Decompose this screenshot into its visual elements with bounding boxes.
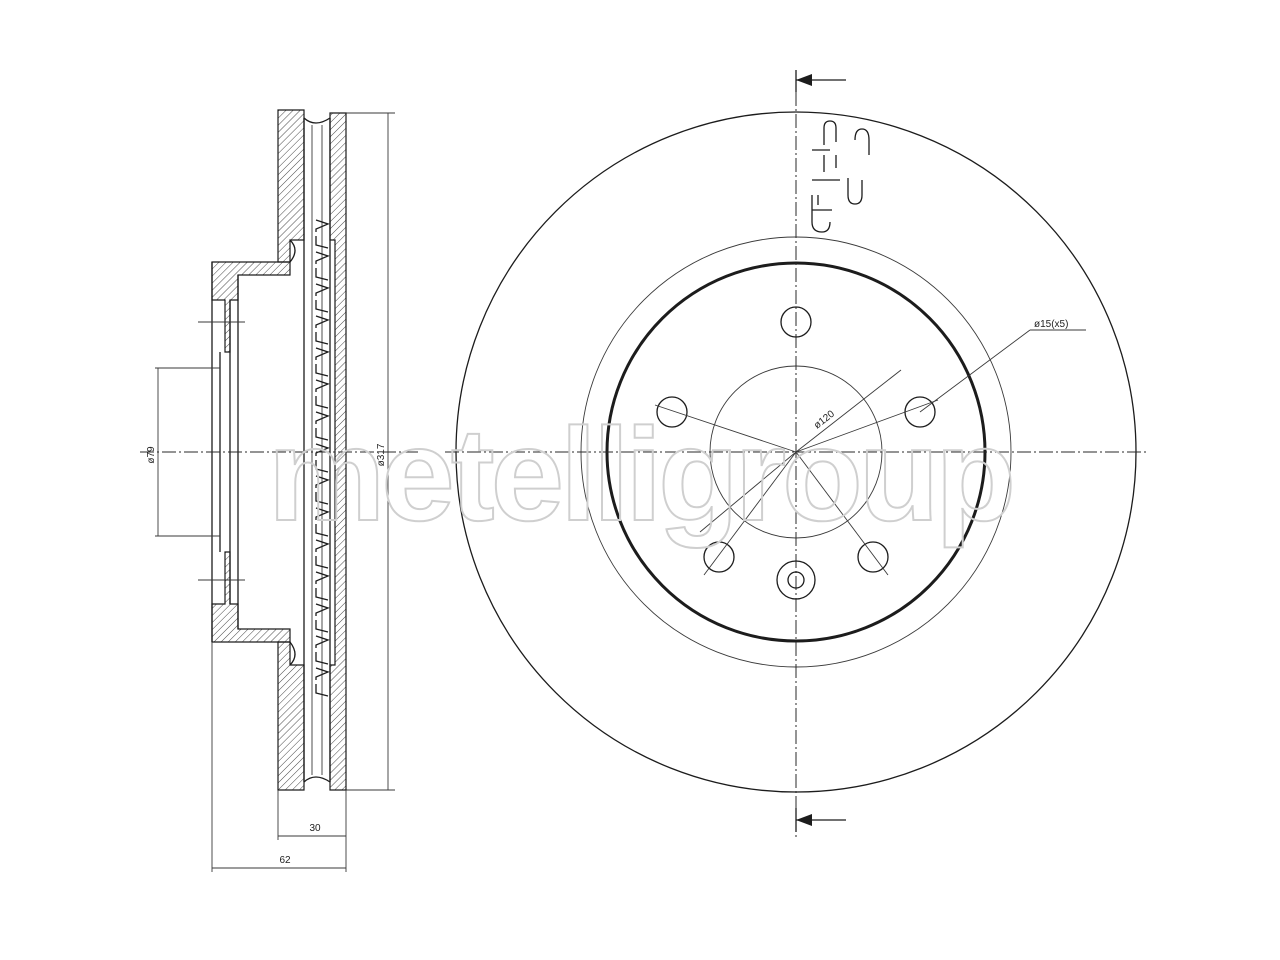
side-section-view: ø79 ø317 30 62 — [140, 109, 420, 872]
bolt-hole — [857, 541, 889, 573]
vent-vane — [315, 300, 329, 313]
vent-vane — [315, 524, 329, 537]
vent-vane — [315, 684, 329, 697]
vent-vanes — [315, 219, 330, 697]
bolt-hole-leader: ø15(x5) — [919, 319, 1086, 413]
vent-vane — [315, 268, 329, 281]
vent-vane — [315, 652, 329, 665]
vent-vane — [315, 667, 330, 680]
locating-hole-outer — [776, 560, 816, 600]
section-arrow-bottom — [795, 808, 846, 832]
vent-vane — [315, 332, 329, 345]
bolt-hole-label: ø15(x5) — [1034, 319, 1068, 330]
outer-diameter-label: ø317 — [376, 443, 387, 466]
total-height-dimension: 62 — [211, 642, 347, 872]
vent-vane — [315, 603, 330, 616]
vent-vane — [315, 475, 330, 488]
vent-vane — [315, 411, 330, 424]
section-arrow-top — [795, 70, 846, 92]
vent-vane — [315, 539, 330, 552]
watermark-logo: metelligroup — [268, 401, 1012, 548]
vent-vane — [315, 571, 330, 584]
vent-vane — [315, 251, 330, 264]
vent-vane — [315, 507, 330, 520]
vent-vane — [315, 460, 329, 473]
vent-vane — [315, 428, 329, 441]
vent-vane — [315, 588, 329, 601]
hub-diameter-label: ø79 — [146, 446, 157, 464]
bolt-hole — [656, 396, 688, 428]
bolt-hole — [703, 541, 735, 573]
vent-vane — [315, 396, 329, 409]
vent-vane — [315, 219, 330, 232]
vent-vane — [315, 379, 330, 392]
disc-thickness-label: 30 — [309, 823, 321, 834]
vent-vane — [315, 556, 329, 569]
vent-vane — [315, 492, 329, 505]
locating-hole-inner — [787, 571, 805, 589]
disc-thickness-dimension: 30 — [277, 790, 347, 840]
vent-vane — [315, 364, 329, 377]
vent-vane — [315, 236, 329, 249]
vent-vane — [315, 283, 330, 296]
vent-vane — [315, 635, 330, 648]
vent-vane — [315, 315, 330, 328]
total-height-label: 62 — [279, 855, 291, 866]
vent-vane — [315, 347, 330, 360]
bolt-hole — [780, 306, 812, 338]
surface-slot-marks — [811, 120, 870, 233]
vent-vane — [315, 443, 330, 456]
vent-vane — [315, 620, 329, 633]
